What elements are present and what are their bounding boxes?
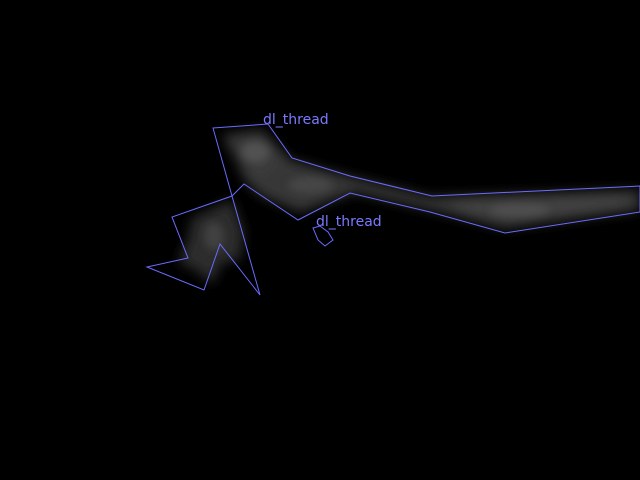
thread-highlights (204, 142, 550, 250)
annotation-label-2: dl_thread (316, 214, 382, 230)
annotation-polygon-1[interactable] (145, 123, 640, 296)
annotation-label-1: dl_thread (263, 112, 329, 128)
annotation-polygon-2[interactable] (312, 225, 334, 247)
